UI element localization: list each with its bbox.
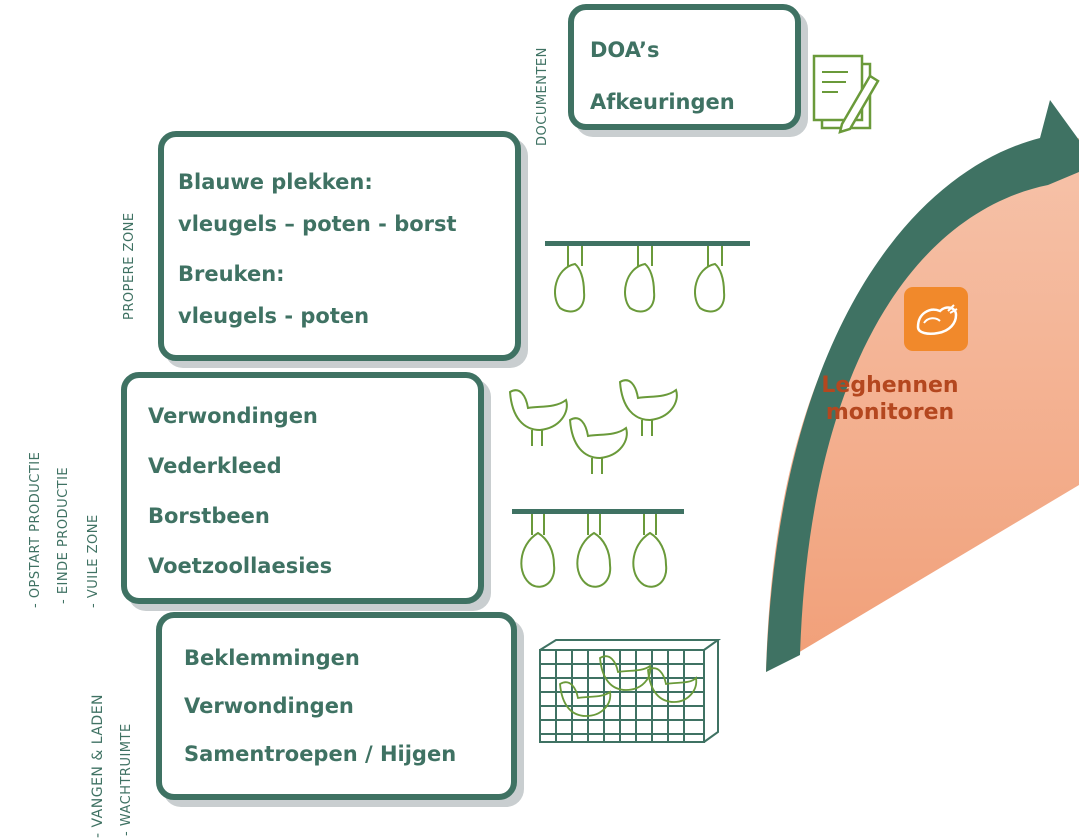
propere-zone-item: Breuken: xyxy=(178,262,285,286)
vuile-zone-item: Verwondingen xyxy=(148,404,318,428)
wedge-fill xyxy=(766,138,1079,672)
vangen-item: Beklemmingen xyxy=(184,646,360,670)
cycle-arrow xyxy=(766,100,1079,672)
hens-illustration xyxy=(508,379,678,474)
documents-item: Afkeuringen xyxy=(590,90,735,114)
vuile-zone-box: Verwondingen Vederkleed Borstbeen Voetzo… xyxy=(121,372,484,604)
center-title-line2: monitoren xyxy=(825,400,955,425)
crate-illustration xyxy=(539,639,722,743)
propere-zone-item: vleugels – poten - borst xyxy=(178,212,457,236)
vuile-zone-item: Borstbeen xyxy=(148,504,270,528)
vangen-item: Verwondingen xyxy=(184,694,354,718)
documents-label: DOCUMENTEN xyxy=(535,47,550,146)
propere-zone-box: Blauwe plekken: vleugels – poten - borst… xyxy=(158,131,521,361)
chicken-icon xyxy=(904,287,968,351)
vuile-zone-label: - EINDE PRODUCTIE xyxy=(56,466,71,604)
vangen-label: - WACHTRUIMTE xyxy=(119,723,134,836)
documents-item: DOA’s xyxy=(590,38,660,62)
vuile-zone-label: - OPSTART PRODUCTIE xyxy=(28,451,43,608)
vangen-box: Beklemmingen Verwondingen Samentroepen /… xyxy=(156,612,517,800)
shackle-line-clean-illustration xyxy=(545,241,750,313)
center-title-line1: Leghennen xyxy=(821,373,959,398)
vangen-item: Samentroepen / Hijgen xyxy=(184,742,457,766)
documents-box: DOA’s Afkeuringen xyxy=(568,4,801,130)
center-title: Leghennen monitoren xyxy=(810,372,970,426)
document-edit-icon xyxy=(812,54,880,134)
vuile-zone-item: Voetzoollaesies xyxy=(148,554,333,578)
propere-zone-label: PROPERE ZONE xyxy=(122,212,137,320)
propere-zone-item: Blauwe plekken: xyxy=(178,170,373,194)
vuile-zone-item: Vederkleed xyxy=(148,454,282,478)
vuile-zone-label: - VUILE ZONE xyxy=(86,514,101,608)
propere-zone-item: vleugels - poten xyxy=(178,304,370,328)
shackle-line-dirty-illustration xyxy=(512,509,684,588)
vangen-label: - VANGEN & LADEN xyxy=(90,693,106,838)
